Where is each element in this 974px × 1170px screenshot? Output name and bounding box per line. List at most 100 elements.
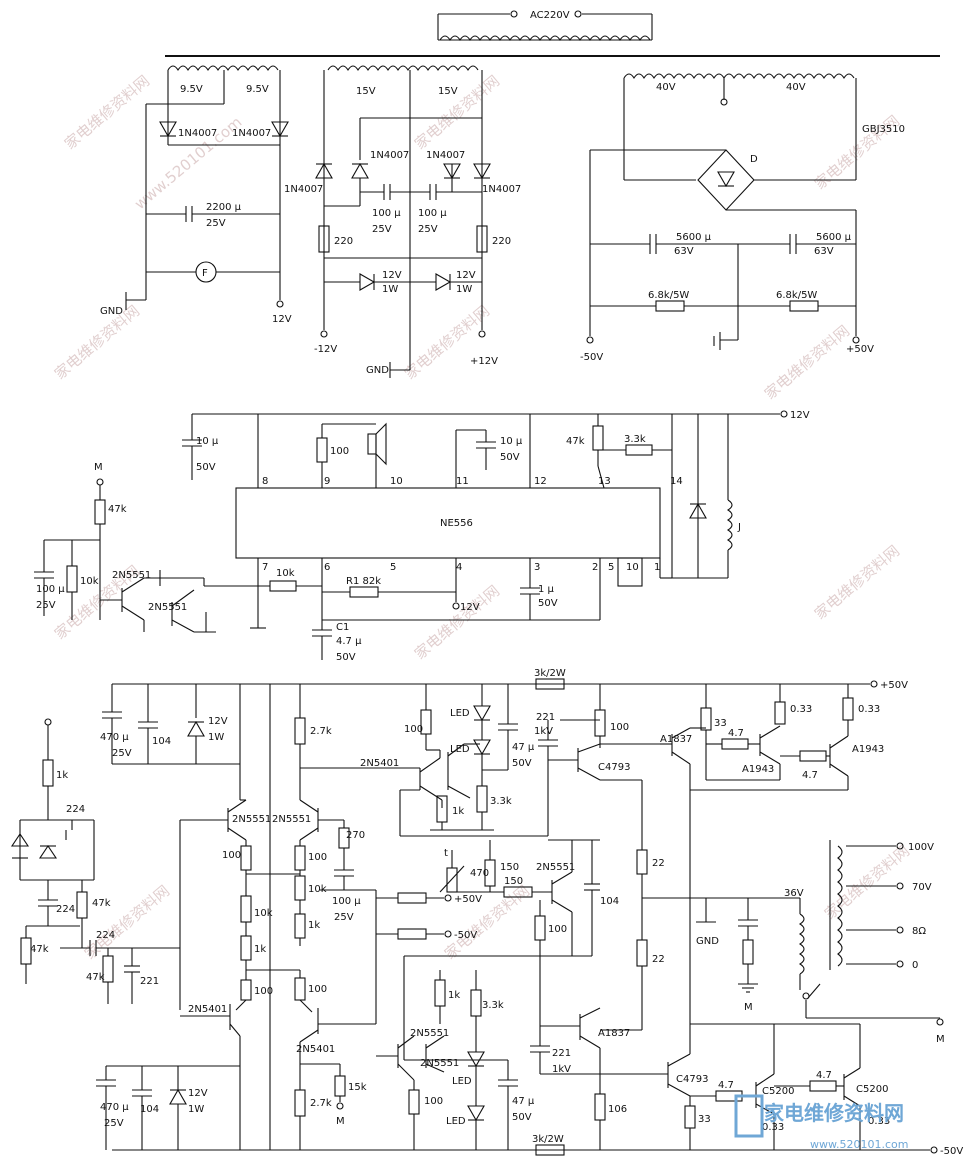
t2-winding-2-label: 15V: [438, 86, 458, 97]
voltage-label: +12V: [470, 356, 498, 367]
resistor-icon: [842, 697, 854, 721]
resistor-icon: [240, 935, 252, 961]
logo-text: 家电维修资料网: [764, 1101, 904, 1125]
cap-label: 100 μ: [372, 208, 401, 219]
t2-winding-1-label: 15V: [356, 86, 376, 97]
pin-jumper: [617, 557, 643, 587]
voltage-label: -12V: [314, 344, 337, 355]
transistor-label: A1837: [598, 1028, 630, 1039]
cap-label: 50V: [512, 758, 532, 769]
led-icon: [473, 739, 491, 756]
pin-label: 7: [262, 562, 268, 573]
resistor-label: 22: [652, 858, 665, 869]
resistor-label: 1k: [308, 920, 320, 931]
cap-label: 221: [536, 712, 555, 723]
pin-label: 9: [324, 476, 330, 487]
diode-icon: [473, 163, 491, 180]
cap-label: 50V: [512, 1112, 532, 1123]
transistor-label: 2N5551: [272, 814, 311, 825]
diode-label: 1N4007: [232, 128, 271, 139]
zener-icon: [169, 1088, 187, 1105]
resistor-label: 10k: [254, 908, 273, 919]
transistor-label: 2N5401: [360, 758, 399, 769]
resistor-label: 2.7k: [310, 726, 332, 737]
resistor-label: 0.33: [858, 704, 880, 715]
resistor-label: 100: [404, 724, 423, 735]
node-label: M: [936, 1034, 945, 1045]
tap-label: 70V: [912, 882, 932, 893]
watermark-text: 家电维修资料网: [51, 302, 143, 383]
speaker-icon: [367, 433, 377, 455]
transistor-label: 2N5551: [112, 570, 151, 581]
resistor-label: 1k: [56, 770, 68, 781]
resistor-label: 0.33: [868, 1116, 890, 1127]
pin-label: 13: [598, 476, 611, 487]
zener-label: 12V: [208, 716, 228, 727]
led-label: LED: [450, 708, 470, 719]
t1-winding-1-label: 9.5V: [180, 84, 203, 95]
watermark-text: 家电维修资料网: [81, 882, 173, 963]
cap-label: 224: [56, 904, 75, 915]
voltage-label: -50V: [454, 930, 477, 941]
resistor-icon: [294, 1089, 306, 1117]
resistor-label: 6.8k/5W: [648, 290, 689, 301]
resistor-icon: [397, 892, 427, 904]
transistor-label: A1943: [852, 744, 884, 755]
resistor-label: 100: [424, 1096, 443, 1107]
resistor-label: 100: [610, 722, 629, 733]
resistor-label: 47k: [86, 972, 105, 983]
bridge-rectifier-icon: [697, 149, 755, 211]
cap-label: 100 μ: [418, 208, 447, 219]
transistor-label: 2N5551: [410, 1028, 449, 1039]
resistor-label: 4.7: [816, 1070, 832, 1081]
node-label: M: [94, 462, 103, 473]
cap-label: 100 μ: [332, 896, 361, 907]
watermark-text: 家电维修资料网: [761, 322, 853, 403]
transistor-label: A1943: [742, 764, 774, 775]
tap-label: 0: [912, 960, 918, 971]
chip-label: NE556: [440, 518, 473, 529]
voltage-label: -50V: [940, 1146, 963, 1157]
resistor-icon: [700, 707, 712, 731]
transistor-label: 2N5551: [536, 862, 575, 873]
resistor-label: 0.33: [762, 1122, 784, 1133]
gnd-label: GND: [366, 365, 389, 376]
resistor-label: 3.3k: [490, 796, 512, 807]
diode-label: 1N4007: [178, 128, 217, 139]
pin-label: 5: [390, 562, 396, 573]
resistor-icon: [349, 586, 379, 598]
watermark-text: 家电维修资料网: [61, 72, 153, 153]
resistor-icon: [240, 979, 252, 1001]
cap-label: 104: [600, 896, 619, 907]
resistor-icon: [240, 845, 252, 871]
t3-winding-2-label: 40V: [786, 82, 806, 93]
transistor-label: C4793: [598, 762, 630, 773]
cap-label: 100 μ: [36, 584, 65, 595]
resistor-label: 1k: [254, 944, 266, 955]
tap-label: 8Ω: [912, 926, 926, 937]
diode-icon: [351, 162, 369, 179]
pin-label: 10: [390, 476, 403, 487]
zener-icon: [435, 273, 452, 291]
transistor-label: C5200: [856, 1084, 888, 1095]
resistor-icon: [809, 1080, 837, 1092]
cap-label: 5600 μ: [676, 232, 712, 243]
resistor-icon: [594, 709, 606, 737]
cap-label: 25V: [104, 1118, 124, 1129]
site-logo: 家电维修资料网 www.520101.com: [734, 1094, 908, 1151]
cap-label: 47 μ: [512, 1096, 535, 1107]
resistor-icon: [294, 845, 306, 871]
resistor-label: 0.33: [790, 704, 812, 715]
diode-icon: [271, 121, 289, 138]
cap-label: 63V: [674, 246, 694, 257]
logo-bracket-icon: [734, 1094, 764, 1138]
resistor-label: 150: [500, 862, 519, 873]
cap-label: 25V: [112, 748, 132, 759]
transistor-label: C5200: [762, 1086, 794, 1097]
led-label: LED: [446, 1116, 466, 1127]
pin-label: 14: [670, 476, 683, 487]
resistor-icon: [636, 939, 648, 967]
diode-icon: [38, 845, 58, 859]
cap-label: 25V: [206, 218, 226, 229]
